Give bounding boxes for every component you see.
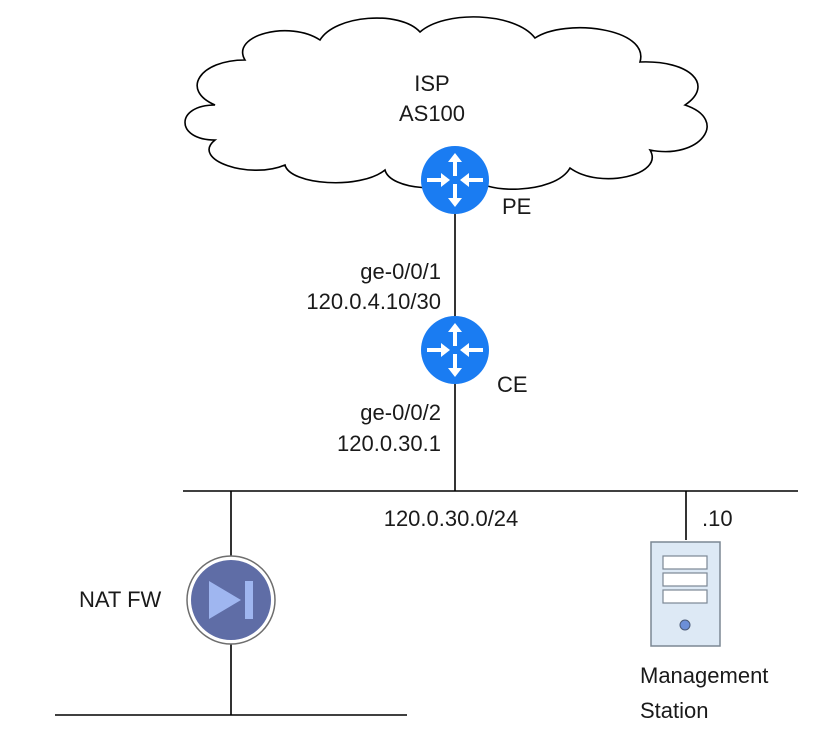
ce-lan-interface-label: ge-0/0/2 — [360, 400, 441, 425]
management-label-line1: Management — [640, 663, 768, 688]
management-host-label: .10 — [702, 506, 733, 531]
router-pe — [421, 146, 489, 214]
nat-firewall — [186, 555, 276, 645]
cloud-shape — [184, 16, 708, 190]
firewall-play-glyph — [209, 581, 241, 619]
ce-label: CE — [497, 372, 528, 397]
isp-cloud: ISP AS100 — [184, 16, 708, 190]
management-server-icon — [650, 541, 721, 647]
pe-ce-address-label: 120.0.4.10/30 — [306, 289, 441, 314]
router-icon — [421, 316, 489, 384]
router-ce — [421, 316, 489, 384]
pe-ce-interface-label: ge-0/0/1 — [360, 259, 441, 284]
firewall-bar-glyph — [245, 581, 253, 619]
lan-subnet-label: 120.0.30.0/24 — [384, 506, 519, 531]
router-icon — [421, 146, 489, 214]
isp-label: ISP — [414, 71, 449, 96]
pe-label: PE — [502, 194, 531, 219]
ce-lan-address-label: 120.0.30.1 — [337, 431, 441, 456]
firewall-label: NAT FW — [79, 587, 162, 612]
as-number-label: AS100 — [399, 101, 465, 126]
management-label-line2: Station — [640, 698, 709, 723]
